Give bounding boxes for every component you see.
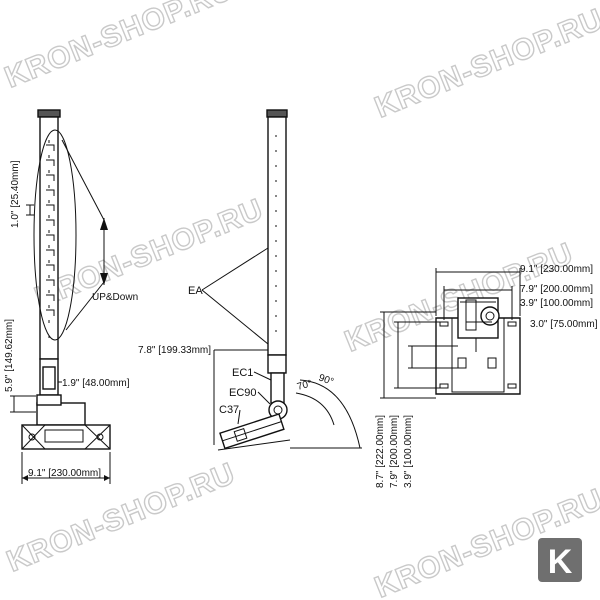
plate-width-75-label: 3.0" [75.00mm] — [530, 319, 598, 330]
plate-height-222-label: 8.7" [222.00mm] — [375, 415, 386, 488]
ea-label: EA — [188, 285, 203, 297]
angle-90-label: 90° — [317, 372, 335, 388]
ec1-label: EC1 — [232, 367, 253, 379]
kron-logo: K — [538, 538, 582, 582]
height-dimension-label: 5.9" [149.62mm] — [4, 319, 15, 392]
plate-view: 9.1" [230.00mm] 7.9" [200.00mm] 3.9" [10… — [375, 264, 598, 488]
angle-70-label: 70° — [296, 378, 313, 393]
plate-width-100-label: 3.9" [100.00mm] — [520, 298, 593, 309]
plate-height-200-label: 7.9" [200.00mm] — [389, 415, 400, 488]
c37-label: C37 — [219, 404, 239, 416]
side-view: EA 7.8" [199.33mm] EC1 EC90 C37 70° 90° — [138, 109, 362, 451]
pitch-dimension-label: 1.0" [25.40mm] — [10, 160, 21, 228]
pipe-dimension-label: 1.9" [48.00mm] — [62, 378, 130, 389]
watermark-top-left: KRON-SHOP.RU — [0, 0, 238, 94]
plate-width-200-label: 7.9" [200.00mm] — [520, 284, 593, 295]
updown-label: UP&Down — [92, 292, 138, 303]
front-view: 1.0" [25.40mm] UP&Down 5.9" [149.62mm] 1… — [4, 109, 138, 484]
plate-width-230-label: 9.1" [230.00mm] — [520, 264, 593, 275]
logo-letter: K — [548, 543, 573, 581]
watermark-middle-left: KRON-SHOP.RU — [30, 193, 268, 315]
base-width-dimension-label: 9.1" [230.00mm] — [28, 468, 101, 479]
ec90-label: EC90 — [229, 387, 257, 399]
plate-height-100-label: 3.9" [100.00mm] — [403, 415, 414, 488]
watermark-top-right: KRON-SHOP.RU — [370, 3, 600, 125]
side-length-dimension-label: 7.8" [199.33mm] — [138, 345, 211, 356]
